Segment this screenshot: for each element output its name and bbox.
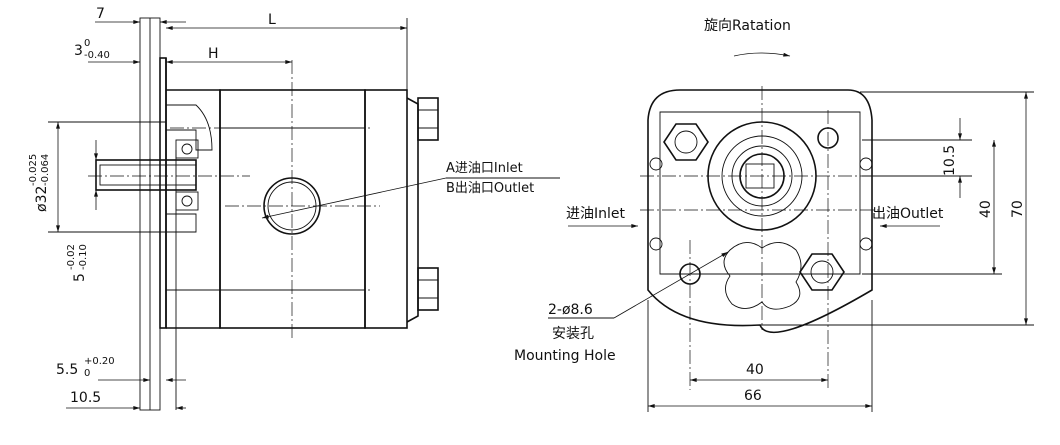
flange-outline bbox=[647, 89, 873, 334]
bolt-head-bottom bbox=[417, 267, 439, 311]
dim5-lower: -0.10 bbox=[78, 244, 89, 270]
dia32-lower: -0.064 bbox=[40, 154, 51, 186]
oil-port bbox=[723, 242, 802, 310]
dia32-upper: -0.025 bbox=[28, 154, 39, 186]
dim-H: H bbox=[208, 46, 219, 62]
inlet-label: 进油Inlet bbox=[566, 206, 626, 222]
dim-40-vertical: 40 bbox=[978, 200, 994, 218]
rear-cover bbox=[364, 89, 408, 329]
hole-en: Mounting Hole bbox=[514, 348, 616, 364]
dim55-upper: +0.20 bbox=[84, 356, 115, 367]
tol-3-lower: -0.40 bbox=[84, 50, 110, 61]
dim-70-group: 70 bbox=[1010, 200, 1026, 218]
dim-10-5-right: 10.5 bbox=[942, 145, 958, 176]
side-view: 7 L H 3 0 -0.40 ø32 -0.025 -0.064 5 -0.0… bbox=[28, 6, 560, 411]
bolt-head-top bbox=[417, 97, 439, 141]
dim55-lower: 0 bbox=[84, 368, 90, 379]
hex-bolt-bottom bbox=[799, 253, 845, 291]
dim-40-horizontal: 40 bbox=[746, 362, 764, 378]
dim5-label: 5 -0.02 -0.10 bbox=[66, 244, 89, 282]
pump-body bbox=[219, 89, 366, 329]
dia32-text: ø32 bbox=[34, 186, 50, 212]
tol-3-base: 3 bbox=[74, 43, 83, 59]
front-cover bbox=[166, 89, 221, 329]
dim-10-5-left: 10.5 bbox=[70, 390, 101, 406]
dim-66: 66 bbox=[744, 388, 762, 404]
outlet-label: 出油Outlet bbox=[872, 206, 944, 222]
dia32-label: ø32 -0.025 -0.064 bbox=[28, 154, 51, 212]
dim-10-5-right-group: 10.5 bbox=[942, 145, 958, 176]
tol-3-upper: 0 bbox=[84, 38, 90, 49]
dim-7: 7 bbox=[96, 6, 105, 22]
rotation-label: 旋向Ratation bbox=[704, 18, 791, 34]
dim-40-vertical-group: 40 bbox=[978, 200, 994, 218]
outlet-port-label: B出油口Outlet bbox=[446, 181, 534, 196]
dim5-base: 5 bbox=[72, 273, 88, 282]
flange-plate bbox=[159, 57, 167, 329]
dim55-base: 5.5 bbox=[56, 362, 78, 378]
hole-spec: 2-ø8.6 bbox=[548, 302, 593, 318]
dim-70: 70 bbox=[1010, 200, 1026, 218]
dim5-upper: -0.02 bbox=[66, 244, 77, 270]
front-view: 旋向Ratation 进油Inlet 出油Outlet 10.5 40 70 2… bbox=[514, 18, 1034, 412]
drive-shaft bbox=[95, 159, 197, 191]
hole-cn: 安装孔 bbox=[552, 326, 594, 342]
hex-bolt-top bbox=[663, 123, 709, 161]
dim-L: L bbox=[268, 12, 276, 28]
inlet-port-label: A进油口Inlet bbox=[446, 161, 523, 176]
